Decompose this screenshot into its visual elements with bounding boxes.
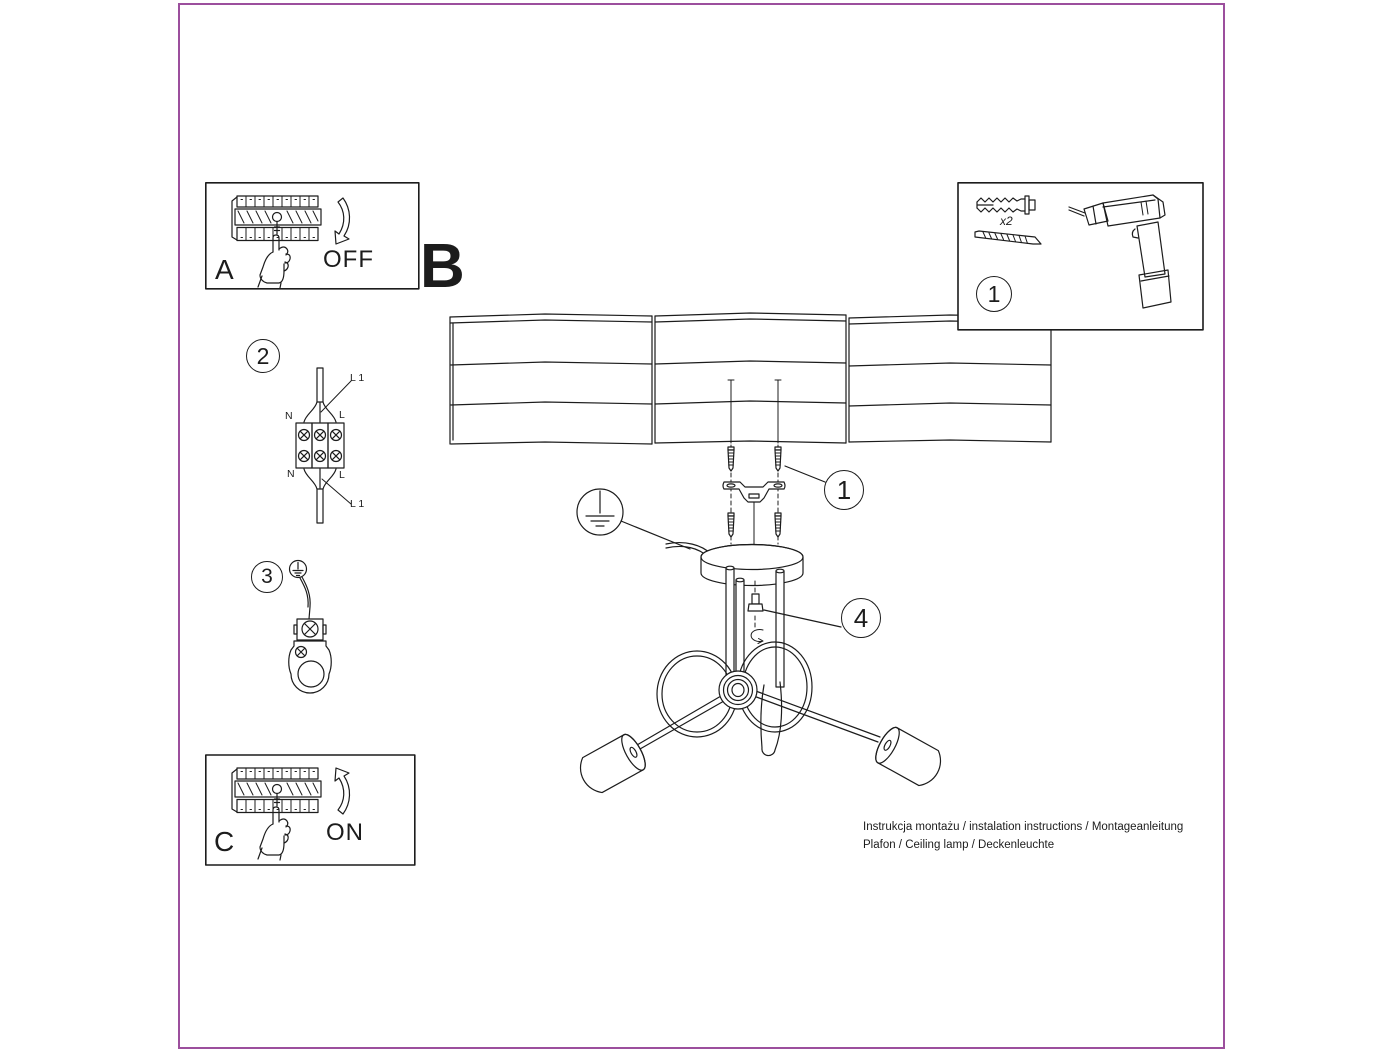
ground-symbol: [576, 488, 624, 536]
ceiling-drawing: [449, 312, 1052, 445]
adjust-step-badge: 4: [841, 598, 881, 638]
panel-c-letter: C: [214, 826, 235, 857]
wire-label-l-top: L: [339, 409, 345, 421]
plug-quantity-label: x2: [1000, 214, 1013, 228]
footer-line-2: Plafon / Ceiling lamp / Deckenleuchte: [863, 838, 1055, 851]
panel-a-drawing: [205, 182, 420, 290]
wiring-step-badge: 2: [246, 339, 280, 373]
ceiling-panel-middle: [654, 312, 847, 444]
step4-leader: [763, 609, 842, 628]
ceiling-panel-right: [848, 314, 1052, 443]
grounding-step-badge: 3: [251, 561, 283, 593]
adjustment-bolt: [747, 580, 764, 644]
ceiling-panel-left: [449, 313, 653, 445]
lamp-arms: [636, 641, 881, 757]
wire-label-l1-bottom: L 1: [350, 498, 365, 510]
panel-a-action-label: OFF: [323, 246, 374, 273]
footer-text: Instrukcja montażu / instalation instruc…: [863, 819, 1198, 854]
instruction-line-art: [205, 182, 1204, 866]
instruction-sheet: A OFF B C ON 1 x2 2 L 1 N L N L L 1 3 1 …: [205, 182, 1205, 866]
wall-plug-icon: [976, 195, 1036, 215]
lamp-shade-right: [875, 726, 942, 787]
mounting-bracket: [722, 481, 786, 503]
section-b-letter: B: [420, 232, 465, 301]
canopy: [700, 543, 804, 587]
panel-a-letter: A: [215, 254, 234, 285]
drill-hole-marks: [727, 379, 782, 444]
tools-step-badge: 1: [976, 276, 1012, 312]
l1-leader-lines: [320, 380, 352, 505]
arrow-down-icon: [334, 197, 351, 245]
mounting-screws-upper: [727, 446, 782, 472]
step1-leader: [784, 465, 826, 483]
lamp-hub: [718, 670, 758, 710]
panel-c-drawing: [205, 754, 416, 866]
wire-label-l-bottom: L: [339, 469, 345, 481]
ground-bracket-drawing: [288, 559, 332, 694]
panel-c-action-label: ON: [326, 819, 364, 846]
wire-label-n-bottom: N: [287, 468, 295, 480]
rotation-arrow: [750, 629, 764, 644]
footer-line-1: Instrukcja montażu / instalation instruc…: [863, 821, 1184, 833]
terminal-block-drawing: [295, 367, 352, 524]
ground-leader: [620, 520, 691, 550]
lamp-shade-left: [579, 733, 646, 794]
mounting-assembly-drawing: [576, 444, 942, 794]
screw-icon: [974, 230, 1042, 245]
arrow-up-icon: [334, 767, 351, 815]
wire-label-n-top: N: [285, 410, 293, 422]
decorative-frame: [178, 3, 1225, 1049]
screws-step-badge: 1: [824, 470, 864, 510]
wire-label-l1-top: L 1: [350, 372, 365, 384]
drill-icon: [1068, 194, 1172, 309]
